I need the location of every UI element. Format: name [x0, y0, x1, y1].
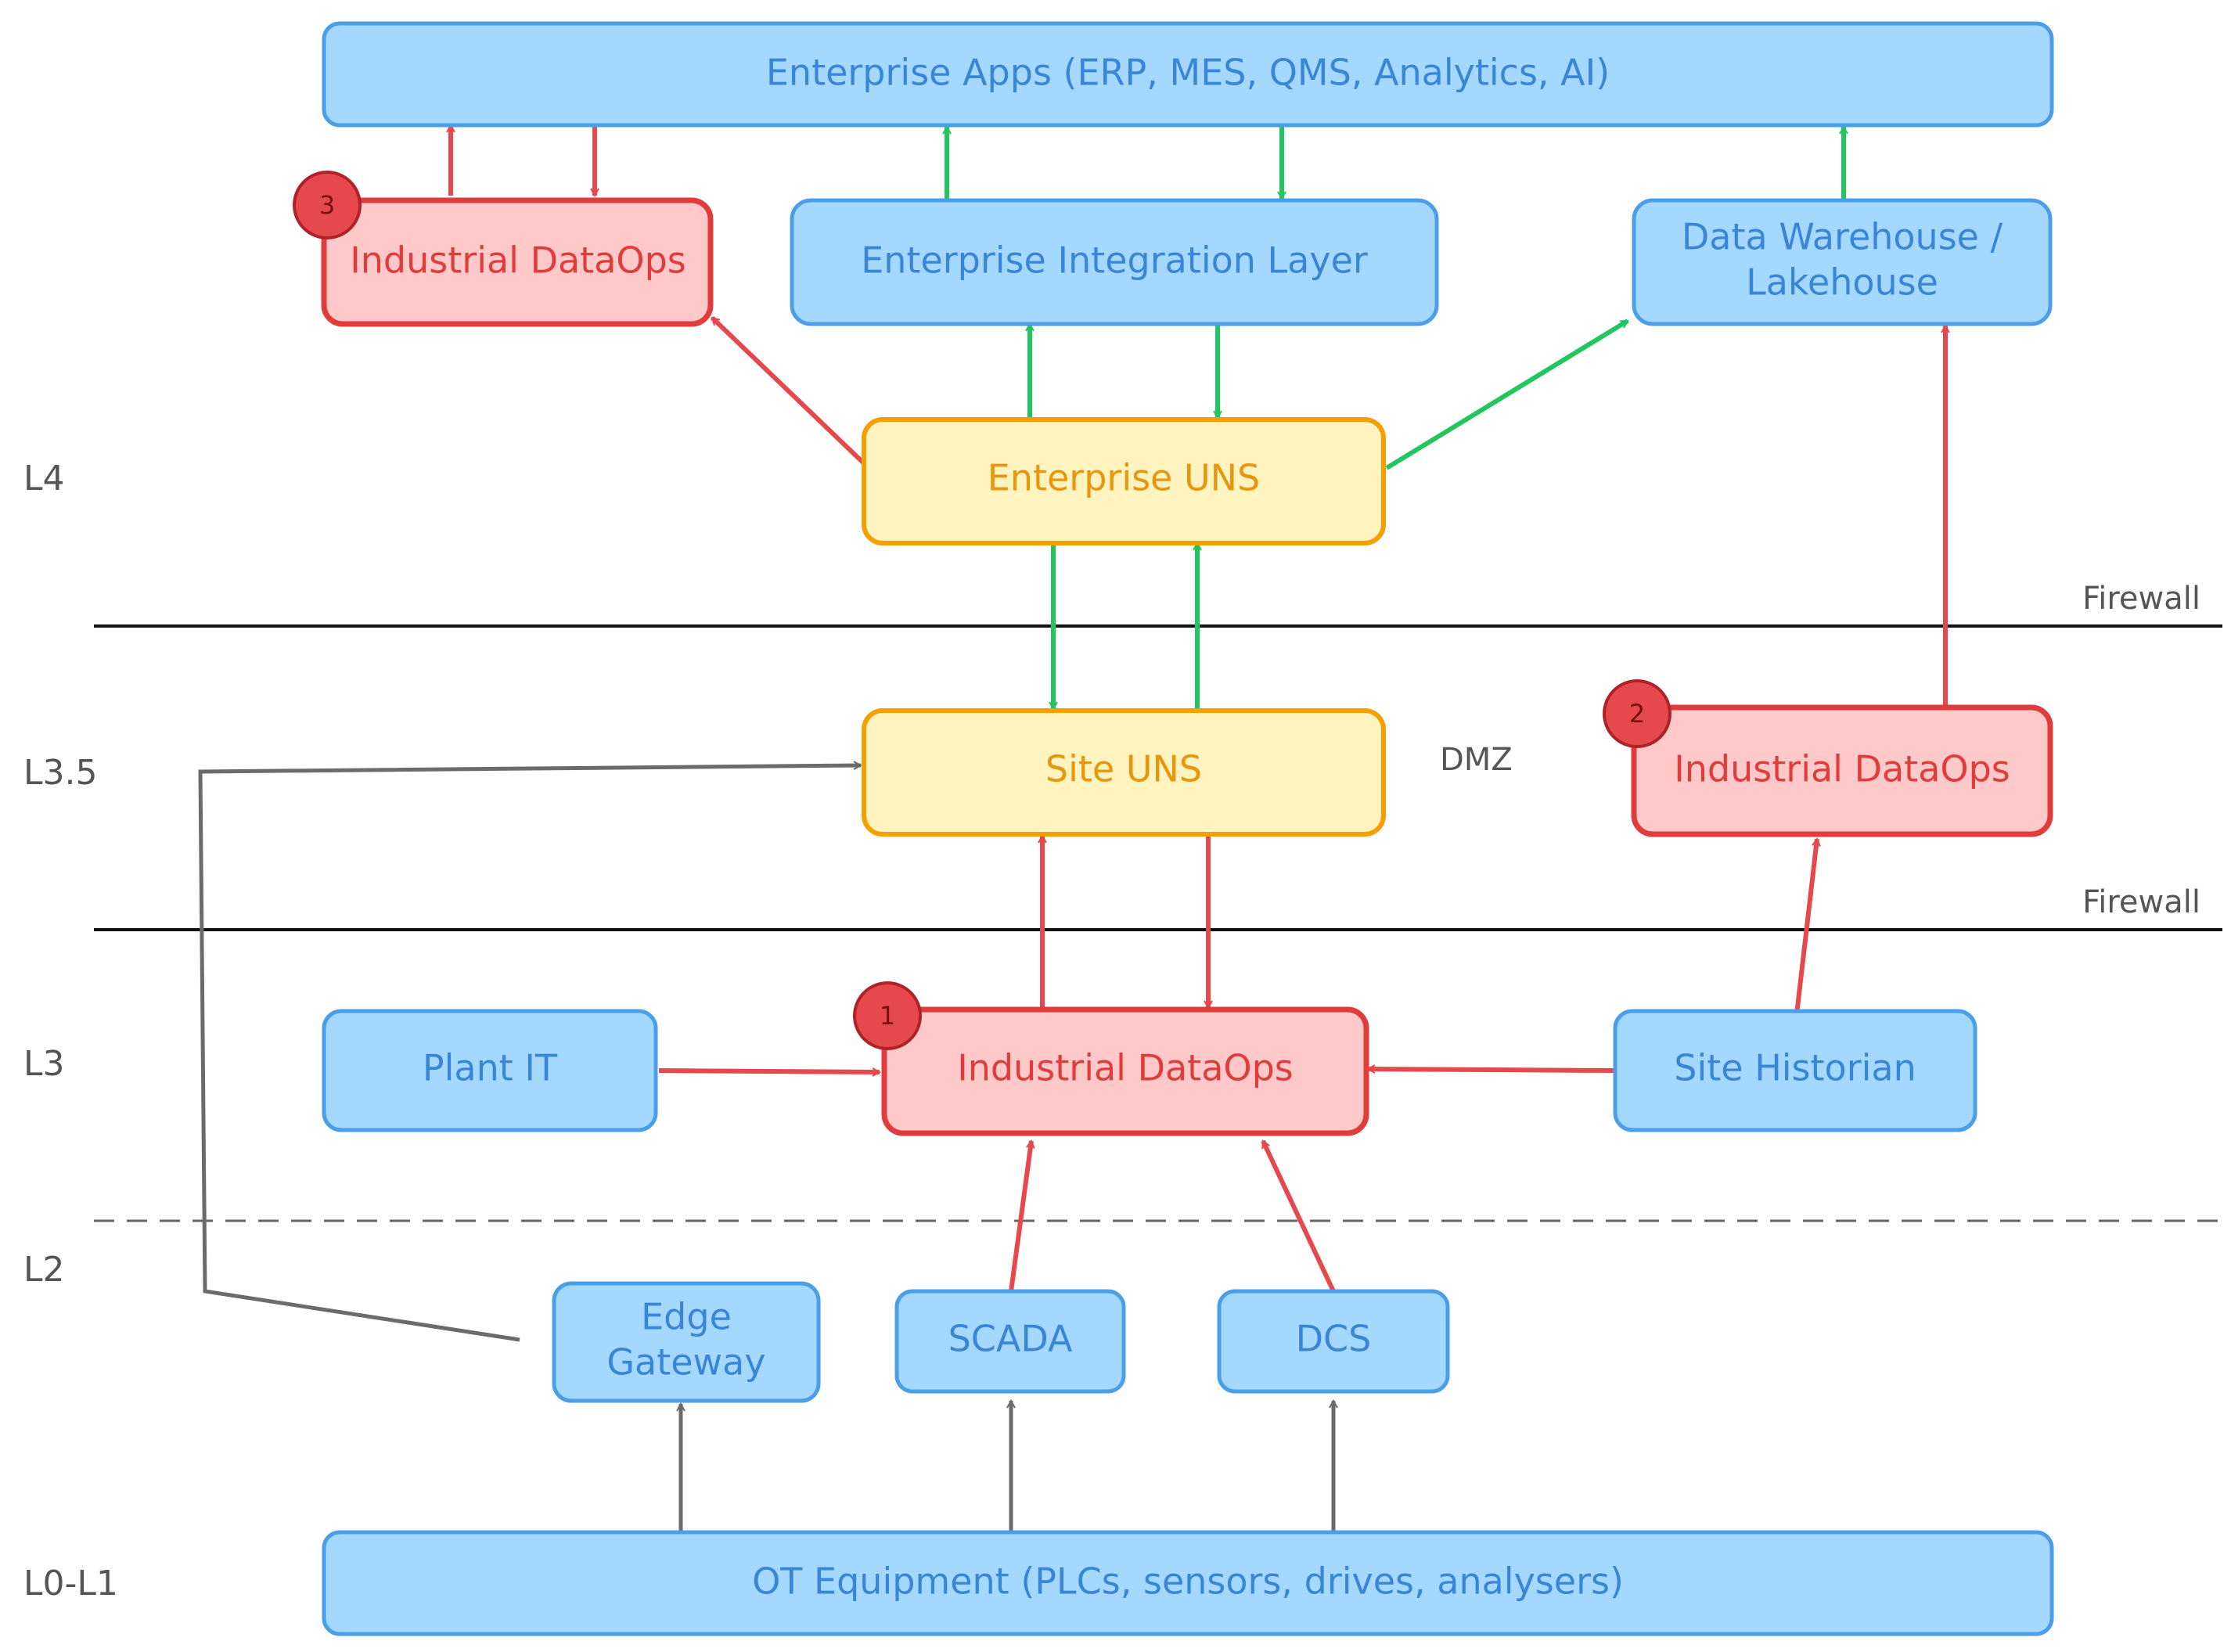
- badge-1: 1: [853, 981, 922, 1050]
- edge-gateway-label-line2: Gateway: [606, 1341, 765, 1384]
- level-label-l3: L3: [23, 1044, 65, 1084]
- level-label-l01: L0-L1: [23, 1564, 118, 1603]
- site-historian-node: Site Historian: [1613, 1009, 1977, 1132]
- enterprise-integration-label: Enterprise Integration Layer: [861, 239, 1368, 282]
- dataops-3-node: Industrial DataOps: [321, 197, 714, 327]
- arrow-historian-to-dataops2: [1794, 839, 1817, 1015]
- site-uns-node: Site UNS: [862, 708, 1386, 837]
- dmz-label: DMZ: [1440, 742, 1513, 778]
- site-historian-label: Site Historian: [1674, 1047, 1916, 1089]
- scada-label: SCADA: [948, 1318, 1073, 1360]
- plant-it-label: Plant IT: [423, 1047, 558, 1089]
- dataops-3-label: Industrial DataOps: [350, 239, 686, 282]
- data-warehouse-label-line2: Lakehouse: [1746, 261, 1938, 304]
- badge-1-label: 1: [880, 1001, 895, 1031]
- arrow-euns-to-warehouse: [1385, 319, 1628, 470]
- dcs-node: DCS: [1217, 1289, 1450, 1394]
- dataops-1-node: Industrial DataOps: [881, 1006, 1369, 1136]
- enterprise-uns-node: Enterprise UNS: [862, 417, 1386, 545]
- firewall-label-bottom: Firewall: [2082, 884, 2200, 920]
- enterprise-uns-label: Enterprise UNS: [988, 457, 1261, 499]
- badge-3: 3: [293, 171, 362, 239]
- enterprise-apps-node: Enterprise Apps (ERP, MES, QMS, Analytic…: [322, 21, 2054, 128]
- arrow-euns-to-dataops3: [710, 315, 868, 467]
- data-warehouse-label-line1: Data Warehouse /: [1682, 216, 2003, 258]
- dataops-2-label: Industrial DataOps: [1674, 748, 2010, 790]
- badge-3-label: 3: [319, 190, 335, 220]
- enterprise-apps-label: Enterprise Apps (ERP, MES, QMS, Analytic…: [766, 52, 1610, 94]
- badge-2: 2: [1603, 679, 1671, 748]
- level-label-l35: L3.5: [23, 753, 98, 793]
- data-warehouse-node: Data Warehouse / Lakehouse: [1632, 198, 2053, 326]
- scada-node: SCADA: [894, 1289, 1126, 1394]
- badge-2-label: 2: [1629, 699, 1645, 729]
- level-label-l4: L4: [23, 459, 65, 498]
- arrow-dcs-to-dataops1: [1261, 1141, 1336, 1293]
- enterprise-integration-node: Enterprise Integration Layer: [790, 198, 1439, 326]
- level-label-l2: L2: [23, 1250, 65, 1290]
- arrow-historian-to-dataops1: [1368, 1069, 1614, 1071]
- site-uns-label: Site UNS: [1045, 748, 1202, 790]
- ot-equipment-label: OT Equipment (PLCs, sensors, drives, ana…: [752, 1560, 1624, 1603]
- arrow-scada-to-dataops1: [1009, 1141, 1031, 1292]
- dataops-1-label: Industrial DataOps: [957, 1047, 1294, 1089]
- arrow-plantit-to-dataops1: [658, 1071, 880, 1072]
- dcs-label: DCS: [1296, 1318, 1372, 1360]
- edge-gateway-node: Edge Gateway: [552, 1281, 821, 1403]
- firewall-label-top: Firewall: [2082, 581, 2200, 617]
- dataops-2-node: Industrial DataOps: [1631, 704, 2053, 837]
- plant-it-node: Plant IT: [322, 1009, 658, 1132]
- ot-equipment-node: OT Equipment (PLCs, sensors, drives, ana…: [322, 1530, 2054, 1636]
- edge-gateway-label-line1: Edge: [641, 1296, 732, 1338]
- arrow-edge-to-siteuns: [198, 765, 861, 1342]
